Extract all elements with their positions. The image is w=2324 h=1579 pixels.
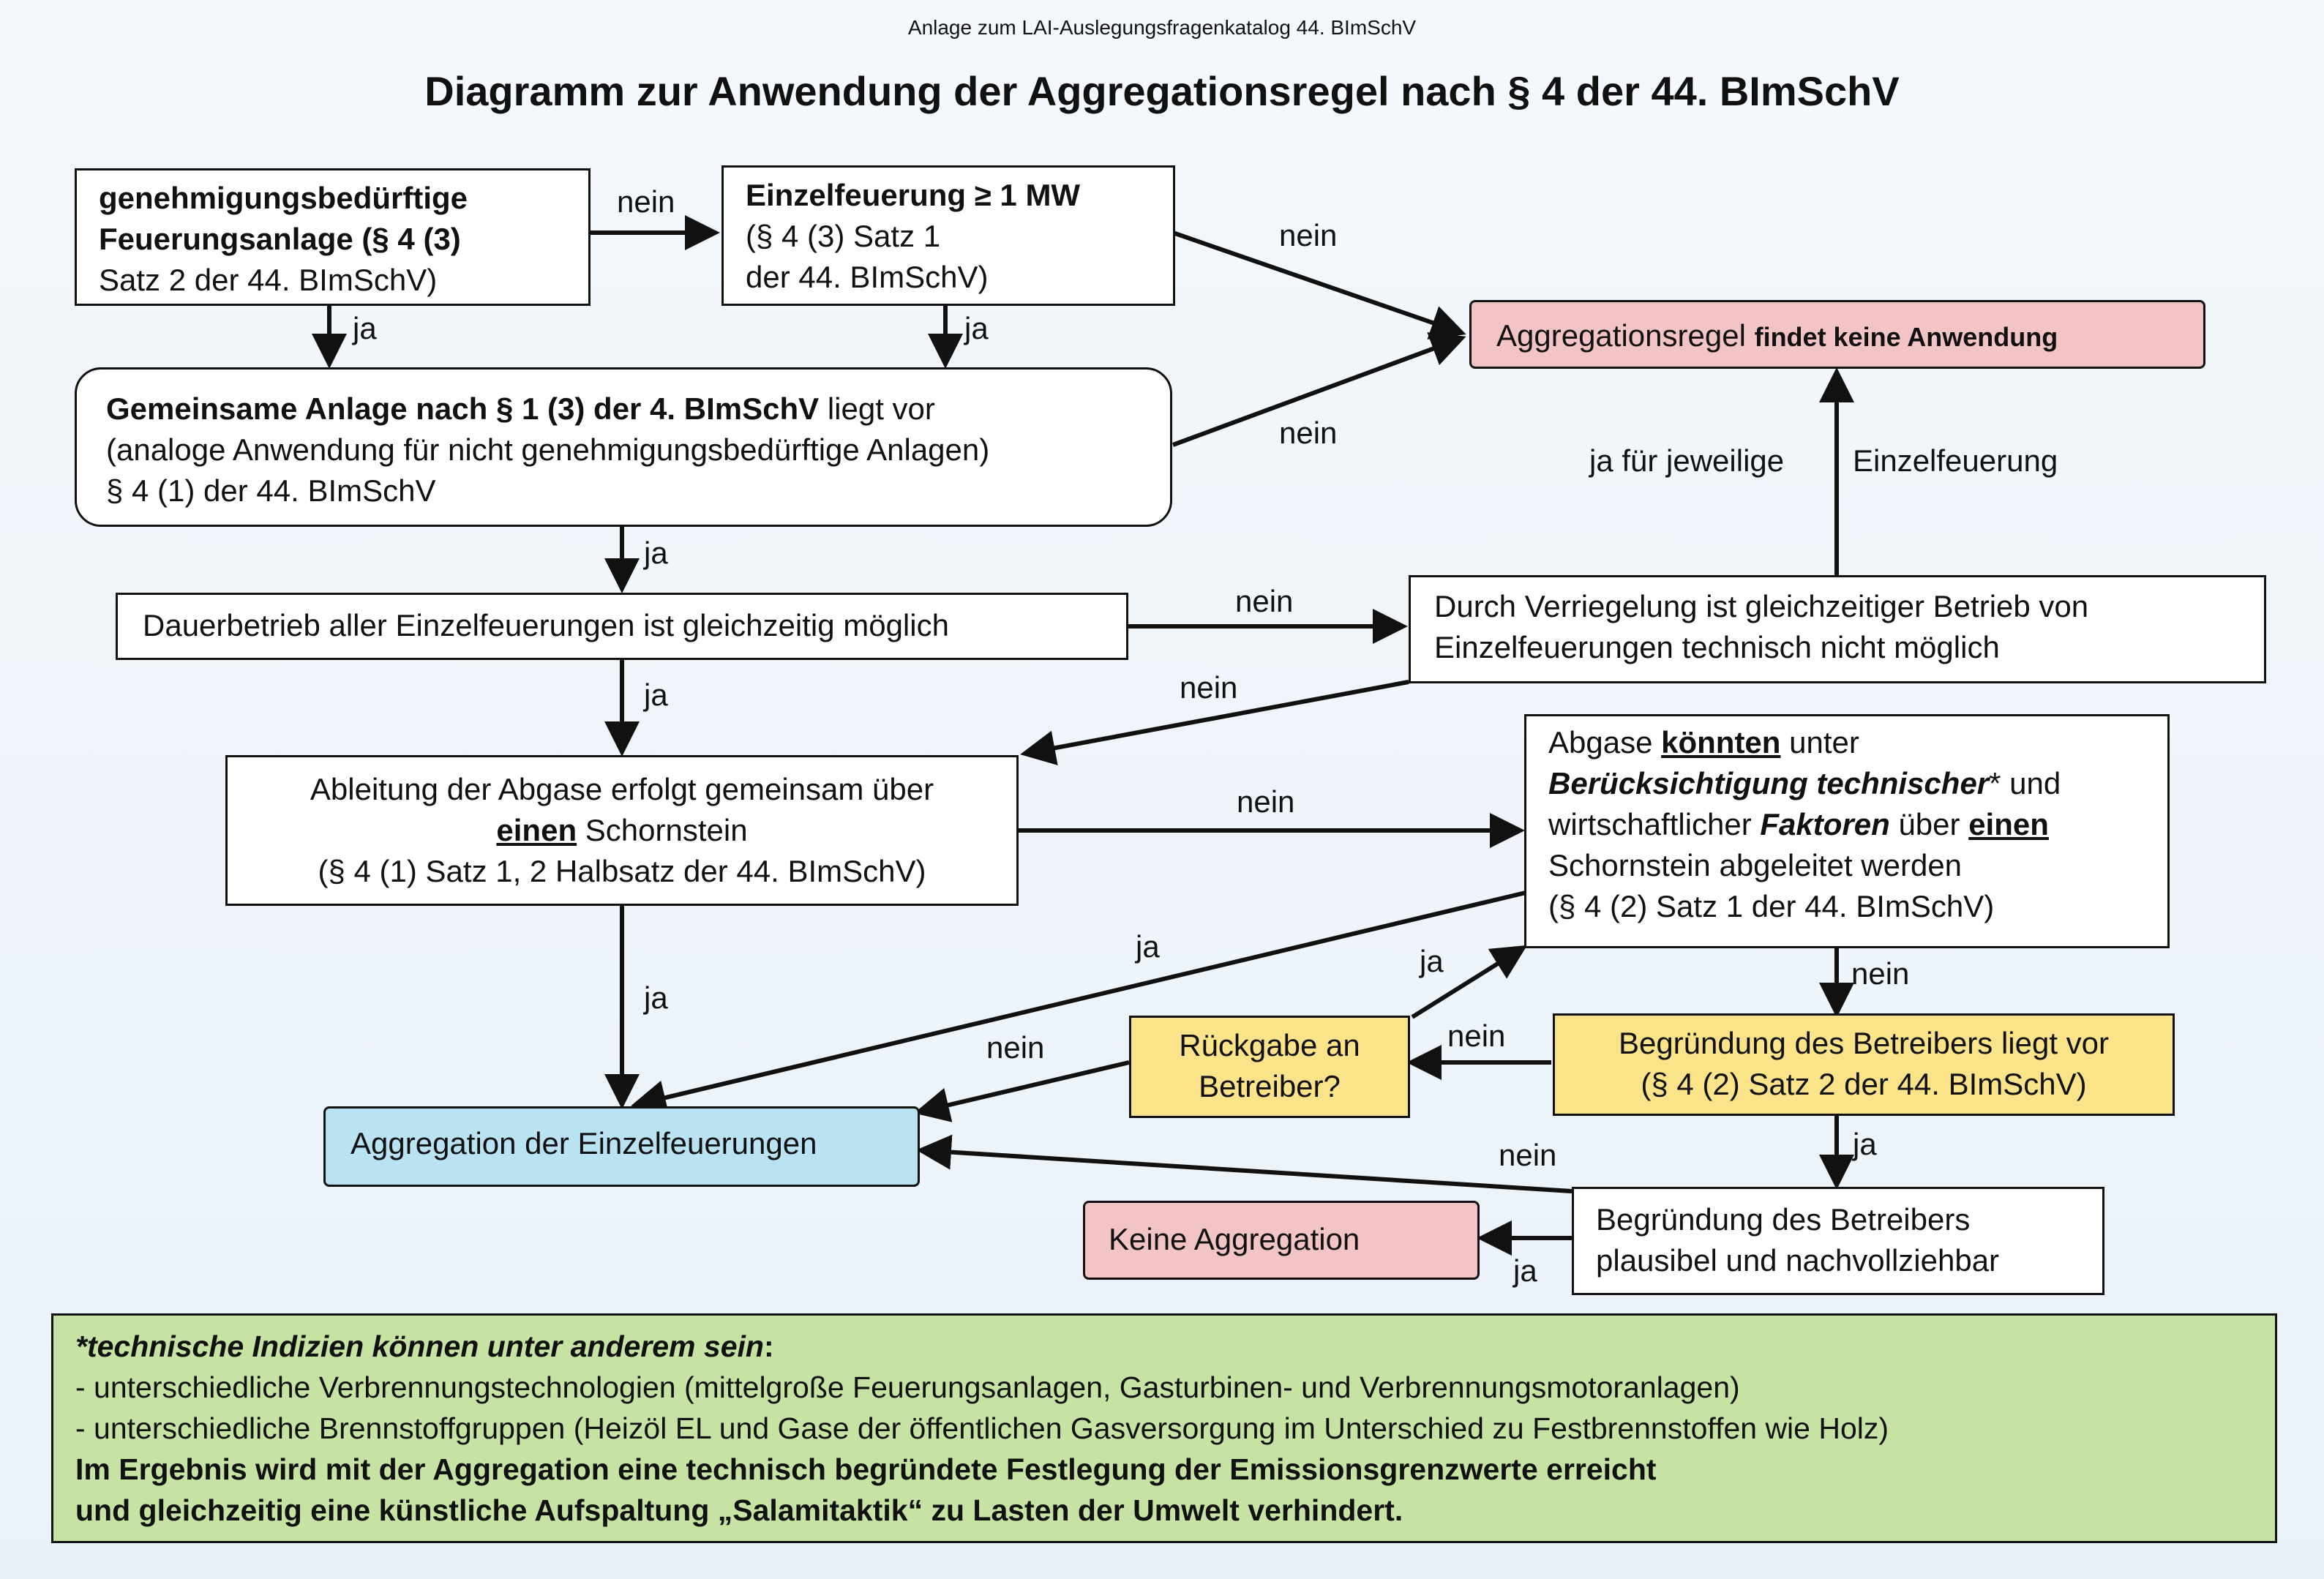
label-nein-genehmigung: nein xyxy=(617,184,675,219)
begruendung-vorliegt-line1: Begründung des Betreibers liegt vor xyxy=(1618,1026,2110,1060)
diagram-title: Diagramm zur Anwendung der Aggregationsr… xyxy=(424,68,1900,114)
abgase-l2a: Berücksichtigung technischer xyxy=(1548,766,1990,800)
einzelfeuerung-box: Einzelfeuerung ≥ 1 MW (§ 4 (3) Satz 1 de… xyxy=(721,165,1175,306)
genehmigung-line3: Satz 2 der 44. BImSchV) xyxy=(99,263,438,297)
gemeinsame-line1: Gemeinsame Anlage nach § 1 (3) der 4. BI… xyxy=(106,391,820,426)
arrow-gemeinsame-to-keine-anwendung xyxy=(1172,332,1466,447)
footnote-box: *technische Indizien können unter andere… xyxy=(51,1313,2277,1543)
label-einzelfeuerung: Einzelfeuerung xyxy=(1853,443,2058,478)
label-nein-einzelfeuerung: nein xyxy=(1279,218,1338,252)
footnote-conclusion1: Im Ergebnis wird mit der Aggregation ein… xyxy=(75,1452,1657,1486)
begruendung-vorliegt-box: Begründung des Betreibers liegt vor (§ 4… xyxy=(1553,1013,2175,1116)
ableitung-line3: (§ 4 (1) Satz 1, 2 Halbsatz der 44. BImS… xyxy=(318,854,926,888)
genehmigung-line1: genehmigungsbedürftige xyxy=(99,181,468,215)
arrow-rueckgabe-to-aggregation xyxy=(914,1060,1130,1122)
abgase-l3c: über xyxy=(1889,807,1969,841)
header-note: Anlage zum LAI-Auslegungsfragenkatalog 4… xyxy=(907,16,1417,39)
begruendung-vorliegt-line2: (§ 4 (2) Satz 2 der 44. BImSchV) xyxy=(1641,1067,2087,1101)
einzelfeuerung-line2: (§ 4 (3) Satz 1 xyxy=(746,219,941,253)
verriegelung-line2: Einzelfeuerungen technisch nicht möglich xyxy=(1434,630,2000,664)
label-ja-plausibel: ja xyxy=(1513,1253,1537,1288)
genehmigung-line2: Feuerungsanlage (§ 4 (3) xyxy=(99,222,461,256)
keine-anwendung-box: Aggregationsregel findet keine Anwendung xyxy=(1469,300,2205,369)
plausibel-line1: Begründung des Betreibers xyxy=(1596,1202,1971,1237)
abgase-l1b: unter xyxy=(1780,725,1859,760)
abgase-box: Abgase könnten unter Berücksichtigung te… xyxy=(1524,714,2170,948)
plausibel-box: Begründung des Betreibers plausibel und … xyxy=(1572,1187,2104,1295)
footnote-heading-colon: : xyxy=(763,1329,774,1363)
label-nein-rueckgabe: nein xyxy=(986,1030,1045,1065)
label-nein-verriegelung: nein xyxy=(1180,670,1238,705)
label-nein-ableitung: nein xyxy=(1237,784,1295,819)
verriegelung-line1: Durch Verriegelung ist gleichzeitiger Be… xyxy=(1434,589,2089,623)
aggregation-text: Aggregation der Einzelfeuerungen xyxy=(351,1126,817,1160)
abgase-koennten: könnten xyxy=(1661,725,1781,760)
label-nein-dauerbetrieb: nein xyxy=(1235,584,1294,618)
abgase-l1a: Abgase xyxy=(1548,725,1662,760)
rueckgabe-line1: Rückgabe an xyxy=(1179,1028,1360,1062)
einzelfeuerung-line3: der 44. BImSchV) xyxy=(746,260,989,294)
rueckgabe-line2: Betreiber? xyxy=(1199,1069,1341,1103)
abgase-einen: einen xyxy=(1968,807,2049,841)
keine-aggregation-text: Keine Aggregation xyxy=(1109,1222,1360,1256)
footnote-item2: - unterschiedliche Brennstoffgruppen (He… xyxy=(75,1411,1889,1445)
footnote-heading: *technische Indizien können unter andere… xyxy=(75,1329,764,1363)
label-ja-abgase: ja xyxy=(1136,929,1160,964)
label-nein-gemeinsame: nein xyxy=(1279,416,1338,450)
label-ja-fuer-jeweilige: ja für jeweilige xyxy=(1589,443,1785,478)
label-ja-genehmigung: ja xyxy=(353,311,377,345)
arrow-plausibel-to-aggregation xyxy=(916,1134,1573,1193)
footnote-conclusion2: und gleichzeitig eine künstliche Aufspal… xyxy=(75,1493,1403,1527)
arrow-verriegelung-to-ableitung xyxy=(1020,680,1409,765)
label-ja-begruendung: ja xyxy=(1853,1127,1877,1161)
arrow-einzelfeuerung-to-keine-anwendung xyxy=(1172,230,1466,340)
aggregation-box: Aggregation der Einzelfeuerungen xyxy=(323,1106,920,1187)
gemeinsame-line1-tail: liegt vor xyxy=(819,391,935,426)
ableitung-einen: einen xyxy=(496,813,577,847)
label-ja-einzelfeuerung: ja xyxy=(964,311,989,345)
label-ja-dauerbetrieb: ja xyxy=(644,678,668,712)
ableitung-line2-rest: Schornstein xyxy=(577,813,748,847)
abgase-l5: (§ 4 (2) Satz 1 der 44. BImSchV) xyxy=(1548,889,1995,923)
gemeinsame-anlage-box: Gemeinsame Anlage nach § 1 (3) der 4. BI… xyxy=(75,367,1172,527)
genehmigung-box: genehmigungsbedürftige Feuerungsanlage (… xyxy=(75,168,591,306)
keine-anwendung-part1: Aggregationsregel xyxy=(1496,318,1746,353)
ableitung-line1: Ableitung der Abgase erfolgt gemeinsam ü… xyxy=(310,772,934,806)
keine-aggregation-box: Keine Aggregation xyxy=(1083,1201,1480,1280)
arrow-rueckgabe-to-abgase xyxy=(1411,945,1528,1019)
label-nein-begruendung: nein xyxy=(1447,1019,1506,1053)
label-ja-ableitung: ja xyxy=(644,980,668,1015)
verriegelung-box: Durch Verriegelung ist gleichzeitiger Be… xyxy=(1409,575,2266,683)
label-nein-plausibel: nein xyxy=(1499,1138,1557,1172)
abgase-l3a: wirtschaftlicher xyxy=(1548,807,1761,841)
arrow-abgase-to-aggregation xyxy=(631,890,1526,1115)
abgase-l4: Schornstein abgeleitet werden xyxy=(1548,848,1963,882)
dauerbetrieb-text: Dauerbetrieb aller Einzelfeuerungen ist … xyxy=(143,608,949,642)
einzelfeuerung-line1: Einzelfeuerung ≥ 1 MW xyxy=(746,178,1081,212)
keine-anwendung-part2: findet keine Anwendung xyxy=(1754,322,2058,352)
label-ja-rueckgabe: ja xyxy=(1420,944,1444,978)
abgase-l2b: * und xyxy=(1989,766,2061,800)
gemeinsame-line2: (analoge Anwendung für nicht genehmigung… xyxy=(106,432,990,467)
rueckgabe-box: Rückgabe an Betreiber? xyxy=(1129,1016,1410,1118)
dauerbetrieb-box: Dauerbetrieb aller Einzelfeuerungen ist … xyxy=(116,593,1128,660)
plausibel-line2: plausibel und nachvollziehbar xyxy=(1596,1243,2000,1278)
ableitung-box: Ableitung der Abgase erfolgt gemeinsam ü… xyxy=(225,755,1019,906)
gemeinsame-line3: § 4 (1) der 44. BImSchV xyxy=(106,473,436,508)
abgase-l3b: Faktoren xyxy=(1760,807,1890,841)
label-ja-gemeinsame: ja xyxy=(644,536,668,570)
footnote-item1: - unterschiedliche Verbrennungstechnolog… xyxy=(75,1370,1740,1404)
label-nein-abgase: nein xyxy=(1851,956,1910,991)
